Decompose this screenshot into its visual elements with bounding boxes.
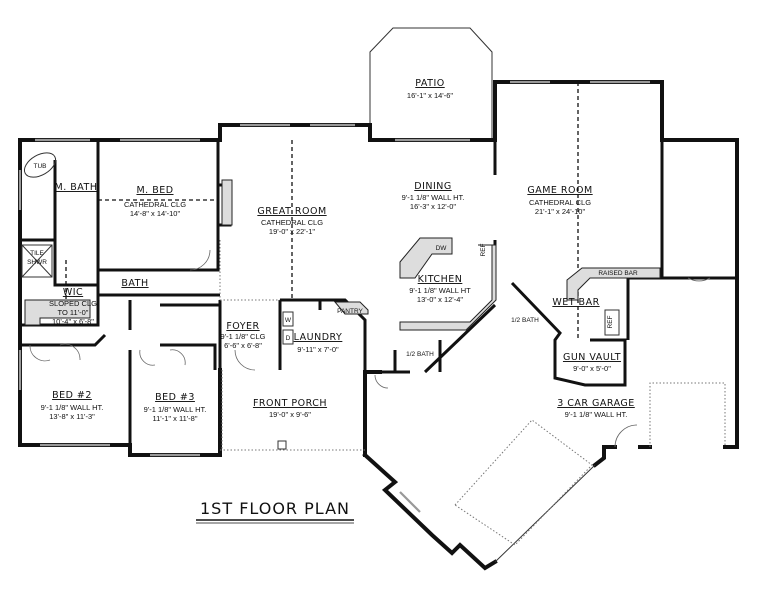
dryer-label: D (286, 335, 291, 342)
room-name-2: SHWR (27, 259, 47, 266)
room-name: FOYER (226, 321, 259, 332)
room-spec: CATHEDRAL CLG (529, 198, 591, 207)
door-swings (29, 249, 711, 448)
room-name: 3 CAR GARAGE (557, 398, 635, 409)
room-name: M. BATH (55, 182, 98, 193)
washer-icon (282, 311, 294, 327)
room-spec: 9'-1 1/8" WALL HT. (565, 410, 628, 419)
room-name: DINING (414, 181, 452, 192)
room-dim: 14'-8" x 14'-10" (130, 209, 181, 218)
room-bath: BATH (121, 278, 148, 289)
garage-door-track (454, 419, 593, 546)
garage-door-angled (494, 464, 596, 563)
room-spec: CATHEDRAL CLG (261, 218, 323, 227)
room-half-bath-2: 1/2 BATH (511, 317, 539, 324)
opening-lines (219, 240, 280, 301)
room-dim: 9'-0" x 5'-0" (573, 364, 611, 373)
room-name: FRONT PORCH (253, 398, 327, 409)
room-kitchen: KITCHEN 9'-1 1/8" WALL HT 13'-0" x 12'-4… (409, 274, 471, 304)
room-name: KITCHEN (418, 274, 463, 285)
room-name: WIC (63, 287, 83, 298)
room-spec: TO 11'-0" (58, 308, 89, 317)
pantry-shelf (333, 301, 369, 315)
room-name: 1/2 BATH (406, 351, 434, 358)
room-dim: 6'-6" x 6'-8" (224, 341, 262, 350)
room-garage: 3 CAR GARAGE 9'-1 1/8" WALL HT. (557, 398, 635, 419)
room-name: GAME ROOM (527, 185, 592, 196)
dryer-icon (282, 329, 294, 345)
tub-label: TUB (34, 163, 47, 170)
windows (18, 80, 664, 513)
room-name: BATH (121, 278, 148, 289)
room-dim: 16'-1" x 14'-6" (407, 91, 453, 100)
room-m-bath: M. BATH (55, 182, 98, 193)
room-name: WET BAR (552, 297, 599, 308)
room-dim: 11'-1" x 11'-8" (152, 414, 197, 423)
room-name: BED #2 (52, 390, 92, 401)
room-name: LAUNDRY (294, 332, 343, 343)
dw-label: DW (436, 245, 448, 252)
room-half-bath-1: 1/2 BATH (406, 351, 434, 358)
room-game-room: GAME ROOM CATHEDRAL CLG 21'-1" x 24'-10" (527, 185, 592, 216)
ceiling-lines (65, 82, 579, 340)
room-name: M. BED (136, 185, 173, 196)
raised-bar-counter (566, 267, 661, 301)
room-bed-2: BED #2 9'-1 1/8" WALL HT. 13'-8" x 11'-3… (41, 390, 104, 421)
room-dim: 16'-3" x 12'-0" (410, 202, 456, 211)
interior-walls (20, 140, 737, 455)
room-great-room: GREAT ROOM CATHEDRAL CLG 19'-0" x 22'-1" (257, 206, 326, 236)
plan-title: 1ST FLOOR PLAN (200, 499, 350, 518)
room-raised-bar: RAISED BAR (598, 270, 638, 277)
room-tile-shower: TILE SHWR (27, 250, 47, 266)
room-spec: CATHEDRAL CLG (124, 200, 186, 209)
room-bed-3: BED #3 9'-1 1/8" WALL HT. 11'-1" x 11'-8… (144, 392, 207, 423)
room-dim: 13'-8" x 11'-3" (49, 412, 95, 421)
room-foyer: FOYER 9'-1 1/8" CLG 6'-6" x 6'-8" (221, 321, 266, 350)
room-wic: WIC SLOPED CLG TO 11'-0" 10'-4" x 6'-8" (49, 287, 97, 326)
room-wet-bar: WET BAR (552, 297, 599, 308)
front-porch-outline (220, 370, 365, 451)
room-gun-vault: GUN VAULT 9'-0" x 5'-0" (563, 352, 621, 373)
room-laundry: LAUNDRY 9'-11" x 7'-0" (294, 332, 343, 354)
room-name: 1/2 BATH (511, 317, 539, 324)
kitchen-counter (399, 244, 497, 331)
room-front-porch: FRONT PORCH 19'-0" x 9'-6" (253, 398, 327, 419)
room-dim: 9'-11" x 7'-0" (297, 345, 339, 354)
washer-label: W (285, 317, 292, 324)
room-dim: 13'-0" x 12'-4" (417, 295, 463, 304)
room-dining: DINING 9'-1 1/8" WALL HT. 16'-3" x 12'-0… (402, 181, 465, 211)
room-spec: 9'-1 1/8" WALL HT. (402, 193, 465, 202)
room-name: PANTRY (337, 308, 363, 315)
refrigerator-icon (604, 309, 620, 336)
room-spec: SLOPED CLG (49, 299, 97, 308)
room-name: BED #3 (155, 392, 195, 403)
room-pantry: PANTRY (337, 308, 363, 315)
room-name: GUN VAULT (563, 352, 621, 363)
room-name: RAISED BAR (598, 270, 638, 277)
patio-outline (369, 27, 493, 140)
fixtures: TUB DW REF REF W D (21, 152, 661, 345)
porch-column (277, 440, 287, 450)
tub-icon (23, 152, 57, 178)
room-dim: 19'-0" x 22'-1" (269, 227, 315, 236)
room-m-bed: M. BED CATHEDRAL CLG 14'-8" x 14'-10" (124, 185, 186, 218)
room-spec: 9'-1 1/8" WALL HT. (41, 403, 104, 412)
room-name: PATIO (415, 78, 444, 89)
shower-icon (21, 244, 53, 278)
room-name: TILE (30, 250, 44, 257)
ref2-label: REF (607, 315, 614, 328)
room-spec: 9'-1 1/8" WALL HT (409, 286, 471, 295)
ref-label: REF (480, 243, 487, 256)
room-dim: 19'-0" x 9'-6" (269, 410, 311, 419)
room-spec: 9'-1 1/8" CLG (221, 332, 266, 341)
garage-door-right (649, 382, 726, 447)
room-spec: 9'-1 1/8" WALL HT. (144, 405, 207, 414)
fireplace (221, 179, 233, 226)
room-dim: 10'-4" x 6'-8" (52, 317, 94, 326)
room-dim: 21'-1" x 24'-10" (535, 207, 586, 216)
wic-shelf (24, 299, 91, 326)
room-name: GREAT ROOM (257, 206, 326, 217)
kitchen-island (399, 237, 453, 279)
room-patio: PATIO 16'-1" x 14'-6" (407, 78, 453, 100)
